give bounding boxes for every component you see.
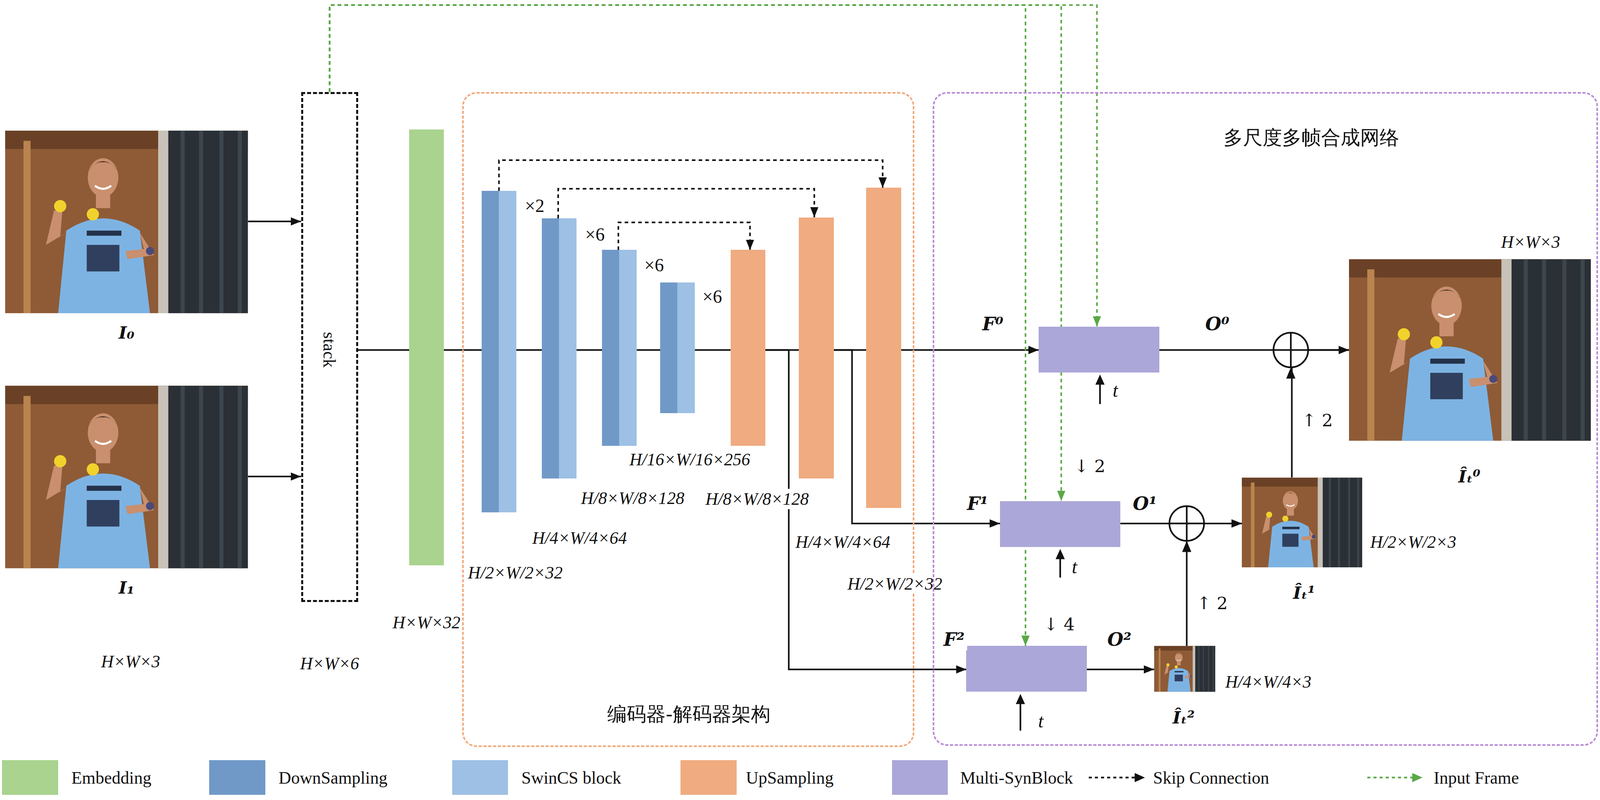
node-label: H/4×W/4×3 — [1223, 671, 1314, 692]
node-label: H/4×W/4×64 — [529, 527, 630, 548]
upsampling-bar: H/4×W/4×64 — [798, 217, 834, 479]
node-label: Îₜ⁰ — [1458, 466, 1481, 487]
node-label: H/4×W/4×64 — [793, 531, 893, 552]
legend-line-sample — [1088, 772, 1146, 783]
multi-synblock: t — [966, 645, 1087, 692]
output-frame-photo — [1241, 477, 1363, 568]
edge-label: ↓ 2 — [1071, 456, 1108, 477]
node-label: H/8×W/8×128 — [703, 488, 812, 509]
node-label: 编码器-解码器架构 — [607, 703, 771, 726]
node-label: Îₜ² — [1172, 707, 1195, 728]
data-flow-line — [576, 349, 602, 351]
sum-symbol — [1273, 332, 1308, 368]
downsampling-bar: ×2H/2×W/2×32 — [481, 190, 517, 513]
input-frame-photo — [5, 385, 249, 569]
legend-text: Input Frame — [1433, 767, 1520, 788]
encoder-decoder-region: 编码器-解码器架构×2H/2×W/2×32×6H/4×W/4×64×6H/8×W… — [462, 92, 915, 748]
legend-swatch — [892, 760, 949, 795]
legend-swatch — [1, 760, 59, 795]
downsampling-bar: ×6H/16×W/16×256 — [660, 282, 695, 414]
stack-box: stackH×W×6 — [301, 92, 359, 603]
input-frame-line — [329, 5, 1026, 646]
node-label: H×W×3 — [1498, 231, 1563, 252]
node-label: H/2×W/2×3 — [1367, 531, 1459, 552]
edge-label: ↑ 2 — [1299, 410, 1336, 431]
legend-swatch — [680, 760, 737, 795]
edge-label: O² — [1104, 629, 1134, 651]
embedding-bar: H×W×32 — [409, 129, 444, 566]
data-flow-line — [516, 349, 542, 351]
data-flow-line — [901, 349, 1040, 351]
node-label: H×W×6 — [297, 653, 362, 674]
data-flow-line — [1292, 350, 1350, 478]
node-label: H/2×W/2×32 — [845, 573, 945, 594]
legend-text: UpSampling — [745, 767, 834, 788]
video-frame: Îₜ²H/4×W/4×3 — [1154, 645, 1216, 692]
node-label: H/16×W/16×256 — [627, 449, 753, 469]
upsampling-bar: H/2×W/2×32 — [866, 187, 901, 508]
input-frame-photo — [5, 130, 249, 314]
node-label: ×6 — [702, 286, 722, 308]
multi-synblock: t — [1038, 326, 1159, 373]
edge-label: O⁰ — [1202, 313, 1232, 336]
synthesis-region: 多尺度多帧合成网络tH×W×3Îₜ⁰tÎₜ¹H/2×W/2×3tÎₜ²H/4×W… — [932, 92, 1599, 747]
legend-text: SwinCS block — [521, 767, 622, 788]
arrow-head — [1182, 367, 1296, 553]
skip-connection — [558, 188, 815, 219]
data-flow-line — [1086, 668, 1155, 671]
node-label: t — [1071, 556, 1078, 579]
video-frame: I₀ — [5, 130, 249, 314]
node-label: H×W×32 — [390, 612, 463, 633]
edge-label: ↑ 2 — [1194, 593, 1231, 614]
node-label: H/8×W/8×128 — [578, 488, 687, 508]
edge-label: F² — [941, 629, 967, 651]
node-label: ×2 — [525, 195, 545, 217]
legend-swatch — [452, 760, 509, 795]
legend-text: Skip Connection — [1152, 767, 1269, 788]
output-frame-photo — [1154, 645, 1216, 692]
node-label: I₀ — [118, 322, 135, 343]
video-frame: I₁ — [5, 385, 249, 569]
node-label: ×6 — [585, 224, 605, 246]
node-label: t — [1038, 710, 1044, 733]
skip-connection — [618, 222, 750, 250]
node-label: t — [1112, 379, 1119, 402]
edge-label: ↓ 4 — [1041, 614, 1078, 635]
legend-line-sample — [1367, 772, 1423, 783]
data-flow-line — [247, 475, 301, 478]
data-flow-line — [833, 350, 1001, 524]
edge-label: F¹ — [964, 493, 991, 515]
data-flow-line — [636, 349, 661, 351]
legend-text: Multi-SynBlock — [960, 767, 1073, 788]
data-flow-line — [1186, 523, 1242, 646]
node-label: H/2×W/2×32 — [465, 562, 566, 583]
sum-symbol — [1169, 505, 1204, 541]
legend-swatch — [209, 760, 266, 795]
dimension-label: H×W×3 — [101, 651, 161, 672]
edge-label: O¹ — [1130, 493, 1160, 515]
node-label: stack — [319, 332, 340, 368]
skip-connection — [498, 160, 883, 191]
edge-label: F⁰ — [980, 313, 1006, 336]
node-label: Îₜ¹ — [1292, 582, 1316, 603]
downsampling-bar: ×6H/8×W/8×128 — [601, 249, 637, 446]
multi-synblock: t — [1000, 501, 1121, 548]
downsampling-bar: ×6H/4×W/4×64 — [541, 218, 577, 479]
output-frame-photo — [1349, 259, 1591, 442]
node-label: ×6 — [644, 254, 664, 276]
legend-text: Embedding — [71, 767, 152, 788]
legend-text: DownSampling — [278, 767, 388, 788]
data-flow-line — [694, 349, 731, 351]
data-flow-line — [765, 350, 967, 670]
upsampling-bar: H/8×W/8×128 — [730, 249, 766, 446]
data-flow-line — [358, 349, 410, 351]
video-frame: H×W×3Îₜ⁰ — [1349, 259, 1591, 442]
node-label: 多尺度多帧合成网络 — [1223, 126, 1400, 150]
input-frame-line — [329, 5, 1097, 327]
data-flow-line — [247, 220, 301, 223]
node-label: I₁ — [118, 577, 135, 598]
video-frame: Îₜ¹H/2×W/2×3 — [1241, 477, 1363, 568]
